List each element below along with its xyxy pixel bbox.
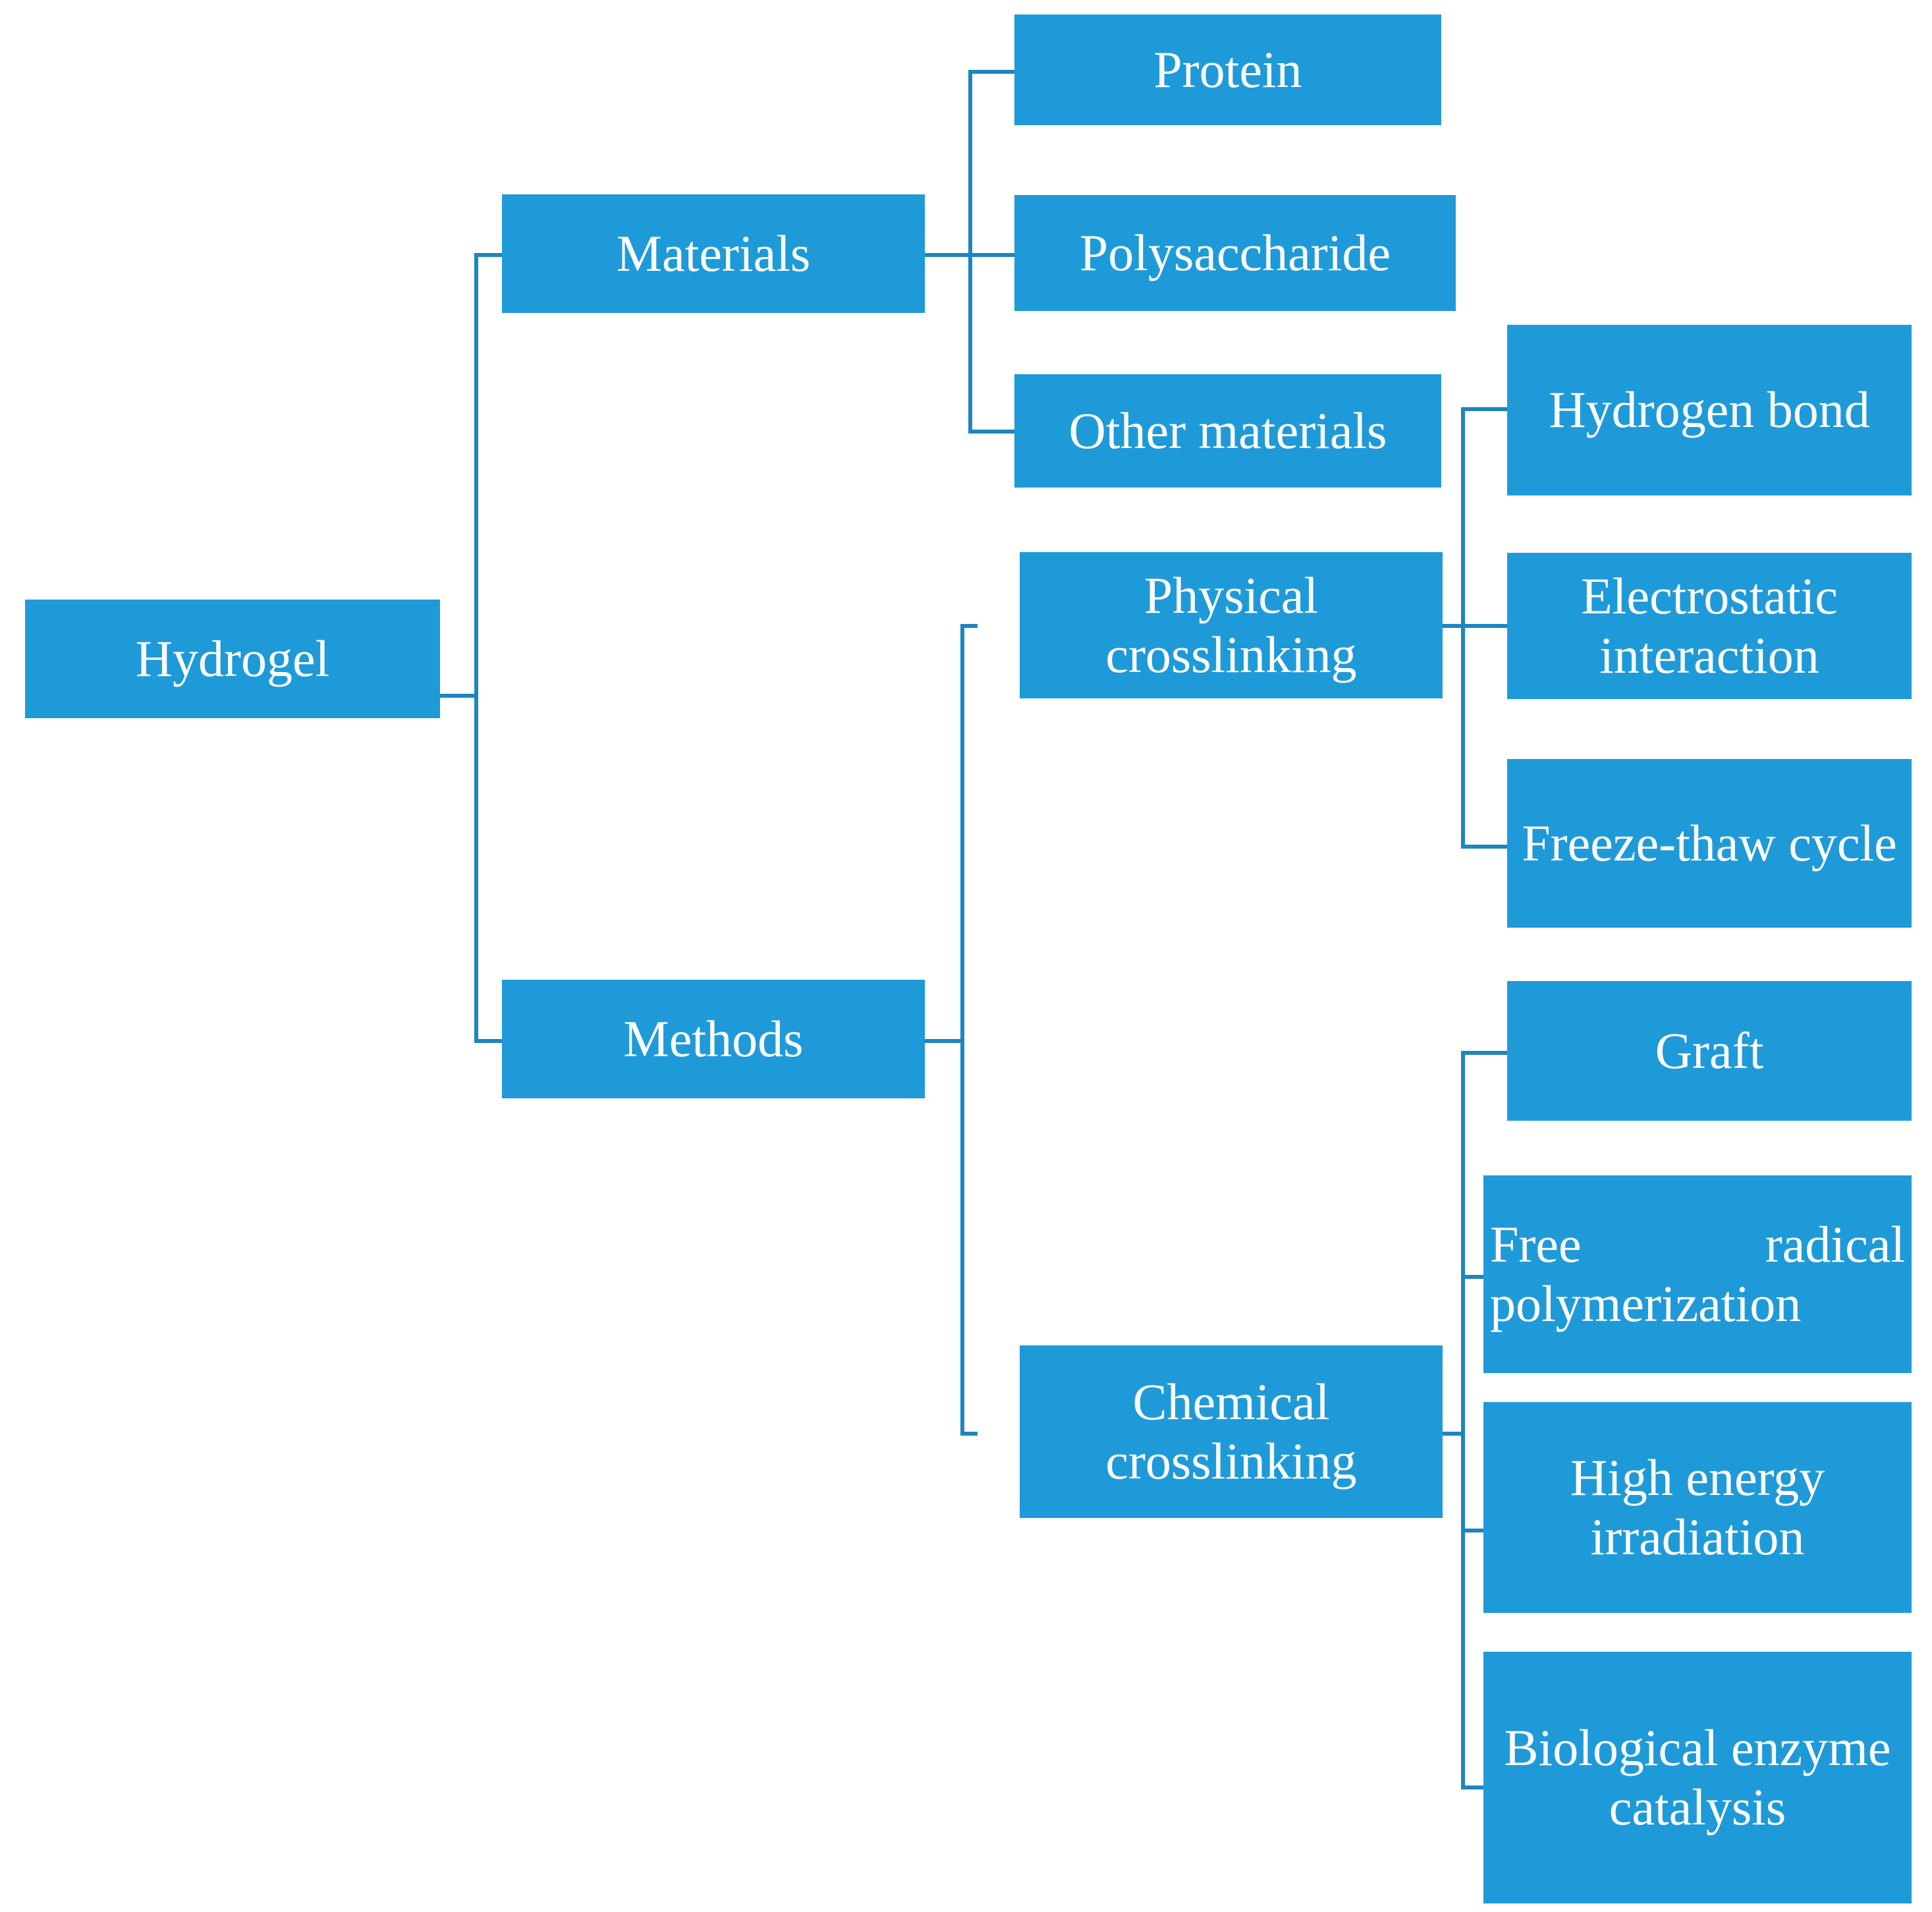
node-hydrogen-bond-label: Hydrogen bond	[1549, 381, 1870, 439]
connector-branch-to-physical	[960, 624, 978, 628]
node-freeze-thaw-cycle[interactable]: Freeze-thaw cycle	[1507, 759, 1912, 928]
node-graft[interactable]: Graft	[1507, 981, 1912, 1121]
node-chemical-crosslinking-label: Chemical crosslinking	[1105, 1372, 1357, 1490]
node-biological-enzyme-catalysis[interactable]: Biological enzyme catalysis	[1483, 1652, 1912, 1903]
connector-spine-to-materials	[474, 253, 502, 257]
connector-branch-to-freeze-thaw	[1461, 845, 1507, 849]
node-polysaccharide[interactable]: Polysaccharide	[1014, 195, 1456, 311]
connector-physical-branch-spine	[1461, 407, 1465, 849]
node-electrostatic-interaction-label: Electrostatic interaction	[1581, 567, 1838, 684]
node-freeze-thaw-cycle-label: Freeze-thaw cycle	[1522, 814, 1897, 872]
connector-hydrogel-to-spine	[440, 694, 478, 698]
connector-branch-to-protein	[968, 70, 1014, 74]
node-methods-label: Methods	[623, 1009, 804, 1067]
node-materials-label: Materials	[616, 224, 811, 282]
connector-branch-to-other-materials	[968, 430, 1014, 434]
node-hydrogen-bond[interactable]: Hydrogen bond	[1507, 325, 1912, 495]
connector-root-spine	[474, 253, 478, 1043]
node-hydrogel[interactable]: Hydrogel	[25, 600, 440, 718]
node-protein[interactable]: Protein	[1014, 14, 1441, 125]
connector-materials-to-branch	[925, 253, 972, 257]
node-high-energy-irradiation-label: High energy irradiation	[1570, 1448, 1825, 1565]
node-other-materials[interactable]: Other materials	[1014, 374, 1441, 488]
node-materials[interactable]: Materials	[502, 194, 925, 313]
connector-methods-branch-spine	[960, 624, 964, 1436]
node-free-radical-polymerization-label: Free radical polymerization	[1490, 1215, 1905, 1332]
connector-branch-to-polysaccharide	[968, 253, 1014, 257]
connector-branch-to-electrostatic	[1461, 624, 1507, 628]
node-electrostatic-interaction[interactable]: Electrostatic interaction	[1507, 553, 1912, 699]
node-biological-enzyme-catalysis-label: Biological enzyme catalysis	[1504, 1718, 1891, 1836]
connector-chemical-branch-spine	[1461, 1051, 1465, 1789]
connector-branch-to-chemical	[960, 1432, 978, 1436]
node-high-energy-irradiation[interactable]: High energy irradiation	[1483, 1402, 1912, 1613]
node-hydrogel-label: Hydrogel	[135, 629, 330, 687]
node-polysaccharide-label: Polysaccharide	[1079, 223, 1391, 281]
connector-materials-branch-spine	[968, 70, 972, 434]
node-other-materials-label: Other materials	[1068, 401, 1387, 459]
node-graft-label: Graft	[1655, 1021, 1764, 1079]
node-protein-label: Protein	[1153, 40, 1302, 98]
connector-branch-to-hydrogen-bond	[1461, 407, 1507, 411]
node-free-radical-polymerization[interactable]: Free radical polymerization	[1483, 1175, 1912, 1373]
node-physical-crosslinking[interactable]: Physical crosslinking	[1020, 552, 1443, 698]
node-physical-crosslinking-label: Physical crosslinking	[1105, 566, 1357, 683]
connector-branch-to-graft	[1461, 1051, 1507, 1055]
connector-spine-to-methods	[474, 1039, 502, 1043]
node-chemical-crosslinking[interactable]: Chemical crosslinking	[1020, 1345, 1443, 1518]
node-methods[interactable]: Methods	[502, 980, 925, 1098]
